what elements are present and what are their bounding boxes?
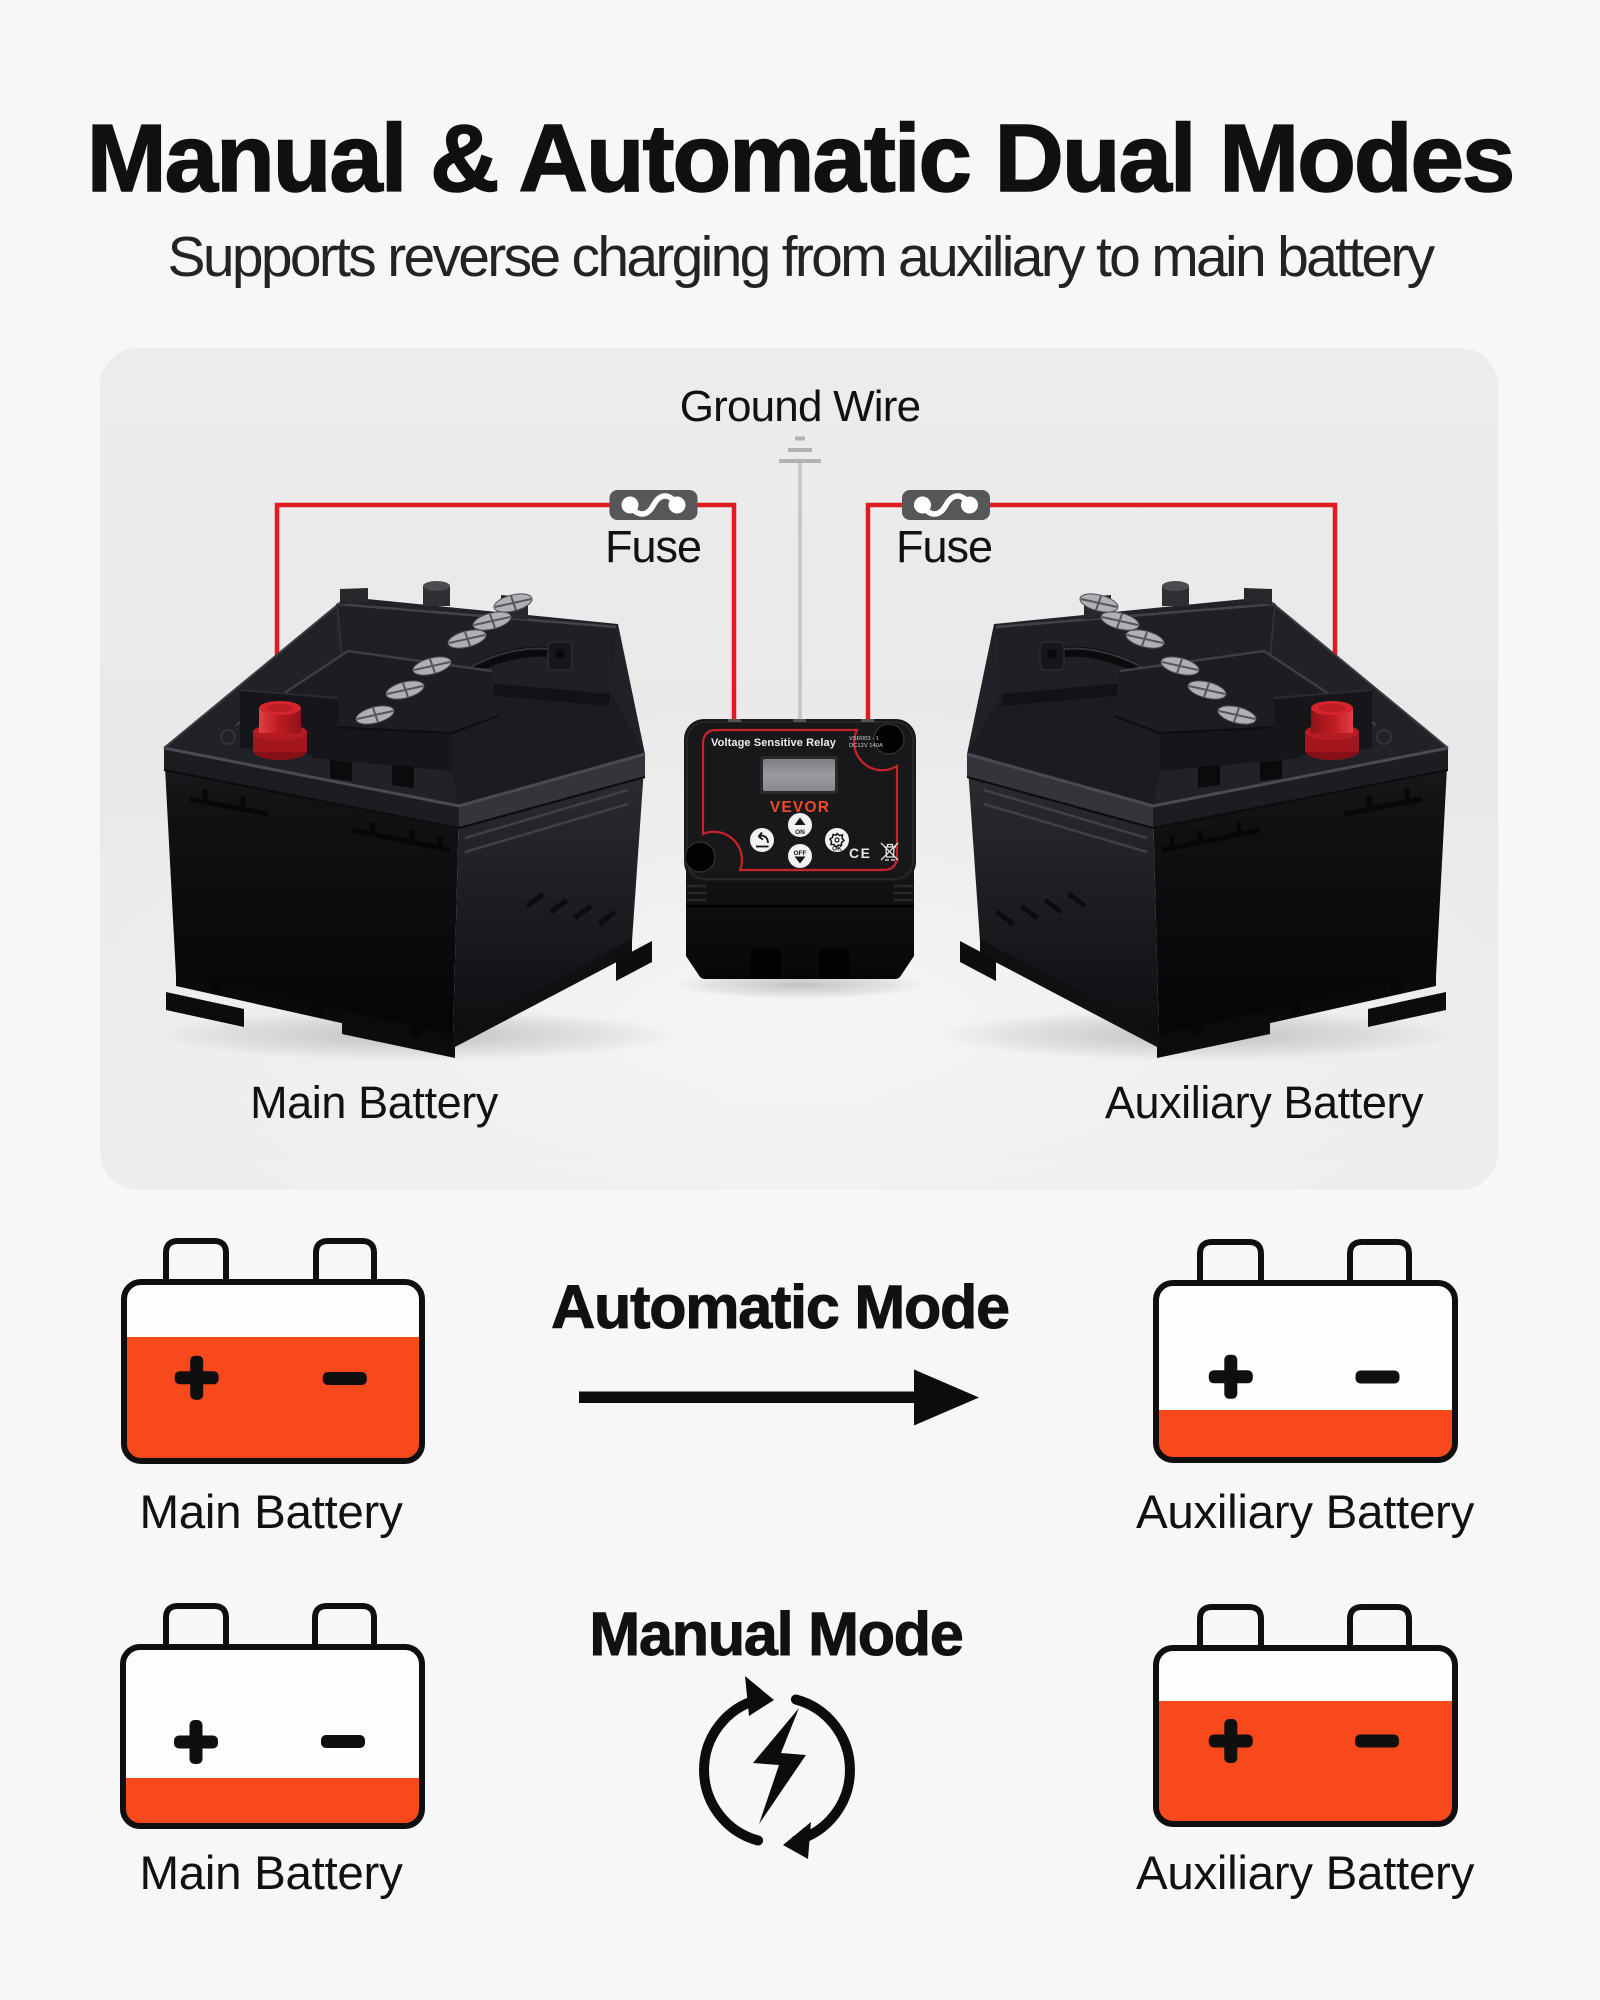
svg-text:VEVOR: VEVOR	[770, 799, 830, 816]
svg-text:OK: OK	[832, 846, 842, 853]
svg-text:Voltage Sensitive Relay: Voltage Sensitive Relay	[711, 737, 837, 749]
svg-text:VSR003 - 1: VSR003 - 1	[849, 736, 879, 742]
svg-text:ON: ON	[795, 829, 805, 836]
svg-text:DC12V 140A: DC12V 140A	[849, 743, 883, 749]
svg-text:CE: CE	[849, 845, 871, 861]
svg-text:OFF: OFF	[794, 850, 807, 857]
